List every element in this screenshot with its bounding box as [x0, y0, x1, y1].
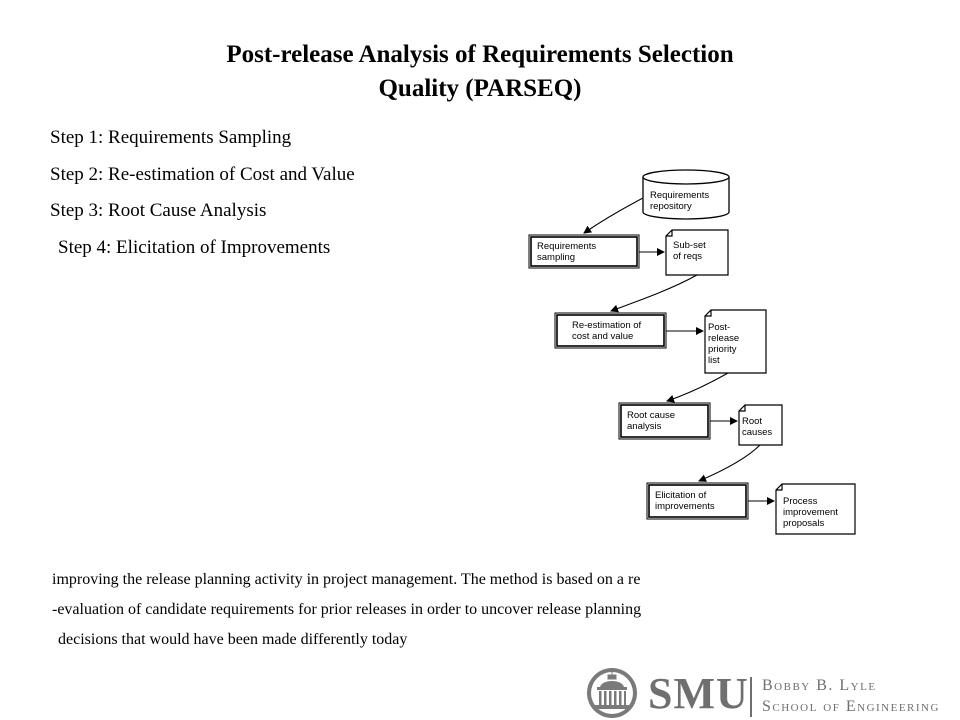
process-requirements-sampling: Requirements sampling — [528, 234, 640, 269]
step-2: Step 2: Re-estimation of Cost and Value — [50, 163, 355, 185]
step-1: Step 1: Requirements Sampling — [50, 127, 292, 148]
process-2-label-2: cost and value — [572, 331, 633, 342]
dallas-hall-icon — [587, 668, 637, 718]
process-1-label-2: sampling — [537, 252, 575, 263]
smu-logo: SMU Bobby B. Lyle School of Engineering — [580, 665, 960, 720]
document-1-label-2: of reqs — [673, 251, 702, 262]
process-re-estimation: Re-estimation of cost and value — [554, 312, 667, 349]
logo-line-2: School of Engineering — [762, 698, 940, 715]
description-line-2: -evaluation of candidate requirements fo… — [52, 601, 642, 618]
document-4-label-3: proposals — [783, 518, 824, 529]
logo-name: SMU — [648, 669, 749, 718]
arrow-repository-to-sampling — [583, 197, 644, 234]
method-description: improving the release planning activity … — [52, 568, 641, 658]
slide-title: Post-release Analysis of Requirements Se… — [0, 38, 960, 106]
parseq-flow-diagram: Requirements repository Requirements sam… — [528, 169, 856, 535]
document-2-label-1: Post- — [708, 322, 730, 333]
step-4: Step 4: Elicitation of Improvements — [58, 236, 331, 258]
process-3-label-1: Root cause — [627, 410, 675, 421]
flow-arrows — [583, 197, 775, 505]
process-2-label-1: Re-estimation of — [572, 320, 642, 331]
document-2-label-3: priority — [708, 344, 737, 355]
process-4-label-1: Elicitation of — [655, 490, 707, 501]
document-process-improvement-proposals: Process improvement proposals — [775, 483, 856, 535]
process-elicitation-of-improvements: Elicitation of improvements — [646, 482, 749, 520]
document-3-label-2: causes — [742, 427, 772, 438]
logo-divider — [750, 677, 752, 717]
arrow-subset-to-reestimation — [610, 274, 698, 313]
logo-line-1: Bobby B. Lyle — [762, 677, 877, 694]
arrow-priority-list-to-root-cause — [666, 372, 729, 403]
title-line-1: Post-release Analysis of Requirements Se… — [226, 41, 734, 68]
step-list: Step 1: Requirements Sampling Step 2: Re… — [50, 126, 355, 272]
process-1-label-1: Requirements — [537, 241, 596, 252]
document-4-label-1: Process — [783, 496, 818, 507]
document-4-label-2: improvement — [783, 507, 838, 518]
document-subset-of-reqs: Sub-set of reqs — [665, 229, 729, 276]
process-4-label-2: improvements — [655, 501, 715, 512]
description-line-1: improving the release planning activity … — [52, 571, 641, 588]
document-post-release-priority-list: Post- release priority list — [704, 309, 767, 374]
document-3-label-1: Root — [742, 416, 762, 427]
requirements-repository: Requirements repository — [642, 169, 730, 220]
document-root-causes: Root causes — [738, 404, 783, 446]
title-line-2: Quality (PARSEQ) — [378, 75, 582, 102]
repository-label-1: Requirements — [650, 190, 709, 201]
step-3: Step 3: Root Cause Analysis — [50, 200, 267, 221]
document-1-label-1: Sub-set — [673, 240, 706, 251]
repository-label-2: repository — [650, 201, 692, 212]
arrow-root-causes-to-elicitation — [698, 444, 761, 482]
document-2-label-4: list — [708, 355, 720, 366]
document-2-label-2: release — [708, 333, 739, 344]
description-line-3: decisions that would have been made diff… — [58, 631, 408, 648]
process-3-label-2: analysis — [627, 421, 662, 432]
process-root-cause-analysis: Root cause analysis — [618, 402, 711, 440]
